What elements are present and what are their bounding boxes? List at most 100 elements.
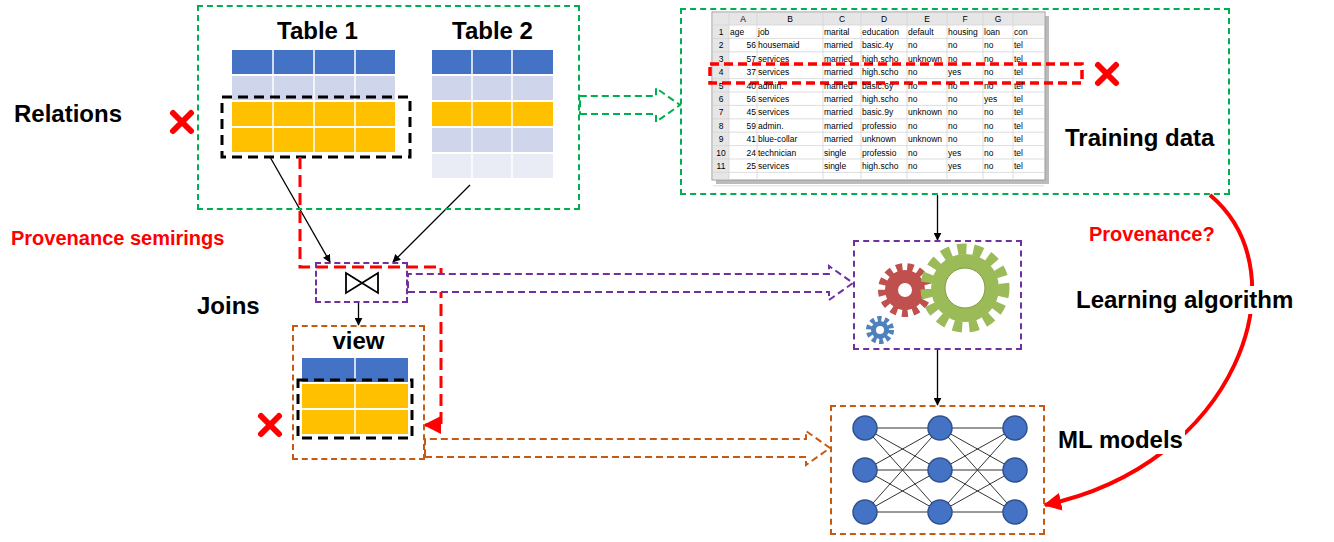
table-cell: no — [948, 120, 982, 132]
selection-box — [298, 380, 412, 438]
flow-arrow — [937, 195, 938, 240]
network-link — [865, 470, 940, 512]
table-cell: married — [824, 120, 860, 132]
sheet-line — [713, 145, 1044, 146]
neuron — [1003, 458, 1027, 482]
dashed-region: ML models — [830, 405, 1045, 535]
table-cell: 6 — [714, 93, 728, 105]
table-cell: 24 — [730, 147, 756, 159]
table-cell: default — [908, 26, 946, 38]
table-cell: tel — [1014, 93, 1034, 105]
node-title: Learning algorithm — [1074, 286, 1295, 314]
table-cell: no — [908, 66, 946, 78]
drawing-part — [511, 50, 513, 178]
sheet-line — [947, 13, 948, 179]
sheet-line — [713, 38, 1044, 39]
table-cell: 10 — [714, 147, 728, 159]
drawing-part — [313, 50, 315, 152]
sheet-line — [713, 118, 1044, 119]
neural-network — [853, 416, 1027, 524]
table-cell: D — [861, 13, 907, 25]
table-cell: married — [824, 39, 860, 51]
node-title: Joins — [195, 292, 262, 320]
flow-arrow — [358, 303, 359, 325]
table-cell: 7 — [714, 106, 728, 118]
table-cell: services — [758, 66, 822, 78]
table-cell: tel — [1014, 147, 1034, 159]
gears-icon — [869, 249, 1004, 341]
table-cell: 45 — [730, 106, 756, 118]
neuron — [928, 500, 952, 524]
table-cell: admin. — [758, 80, 822, 92]
join-symbol — [346, 273, 378, 293]
network-link — [940, 428, 1015, 470]
dashed-region: Learning algorithm — [853, 240, 1022, 350]
dashed-region: view — [292, 325, 425, 460]
table-cell: high.scho — [862, 93, 906, 105]
table-cell: tel — [1014, 120, 1034, 132]
table-cell: professio — [862, 120, 906, 132]
sheet-line — [757, 13, 758, 179]
neuron — [928, 458, 952, 482]
sheet-line — [713, 132, 1044, 133]
sheet-line — [729, 13, 730, 179]
table-cell: no — [908, 80, 946, 92]
table-cell: no — [908, 93, 946, 105]
table-cell: B — [757, 13, 823, 25]
table-cell: no — [948, 39, 982, 51]
hollow-arrow — [425, 431, 830, 465]
table-cell: married — [824, 133, 860, 145]
table-cell: basic.6y — [862, 80, 906, 92]
table-cell: no — [908, 160, 946, 172]
table-cell: tel — [1014, 160, 1034, 172]
sheet-header — [713, 13, 729, 179]
table-cell: no — [948, 80, 982, 92]
table-cell: no — [948, 133, 982, 145]
drawing-part — [471, 50, 473, 178]
table-cell: single — [824, 147, 860, 159]
table-cell: no — [984, 133, 1012, 145]
table-cell: unknown — [908, 106, 946, 118]
table-cell: blue-collar — [758, 133, 822, 145]
table-cell: professio — [862, 147, 906, 159]
table-box: Table 1 — [225, 15, 410, 157]
selection-box — [222, 97, 410, 157]
table-cell: 25 — [730, 160, 756, 172]
hollow-arrow — [408, 266, 853, 300]
table-cell: services — [758, 106, 822, 118]
table-cell: high.scho — [862, 66, 906, 78]
sheet-line — [713, 92, 1044, 93]
table-cell: tel — [1014, 53, 1034, 65]
table-cell: 56 — [730, 93, 756, 105]
table-cell: services — [758, 160, 822, 172]
sheet-line — [713, 25, 1044, 26]
table-cell: job — [758, 26, 822, 38]
sheet-header — [713, 13, 1044, 25]
sheet-line — [713, 185, 1044, 186]
table-cell: G — [983, 13, 1013, 25]
table-cell: housemaid — [758, 39, 822, 51]
table-cell: 11 — [714, 160, 728, 172]
table-cell: no — [984, 66, 1012, 78]
drawing-part — [945, 268, 985, 308]
table-cell: yes — [948, 147, 982, 159]
table-cell: basic.4y — [862, 39, 906, 51]
table-cell: tel — [1014, 106, 1034, 118]
table-cell: services — [758, 53, 822, 65]
table-box: Table 2 — [425, 15, 560, 185]
table-cell: unknown — [908, 53, 946, 65]
node-title: Training data — [1063, 124, 1216, 152]
neuron — [853, 500, 877, 524]
red-cross — [1098, 65, 1116, 83]
node-title: ML models — [1056, 426, 1185, 454]
drawing-part — [354, 50, 356, 152]
table-cell: basic.9y — [862, 106, 906, 118]
drawing-part — [432, 102, 553, 126]
edge-label: Provenance? — [1086, 222, 1218, 246]
dashed-region: RelationsTable 1Table 2 — [197, 5, 580, 210]
drawing-part — [272, 50, 274, 152]
table-cell: married — [824, 80, 860, 92]
